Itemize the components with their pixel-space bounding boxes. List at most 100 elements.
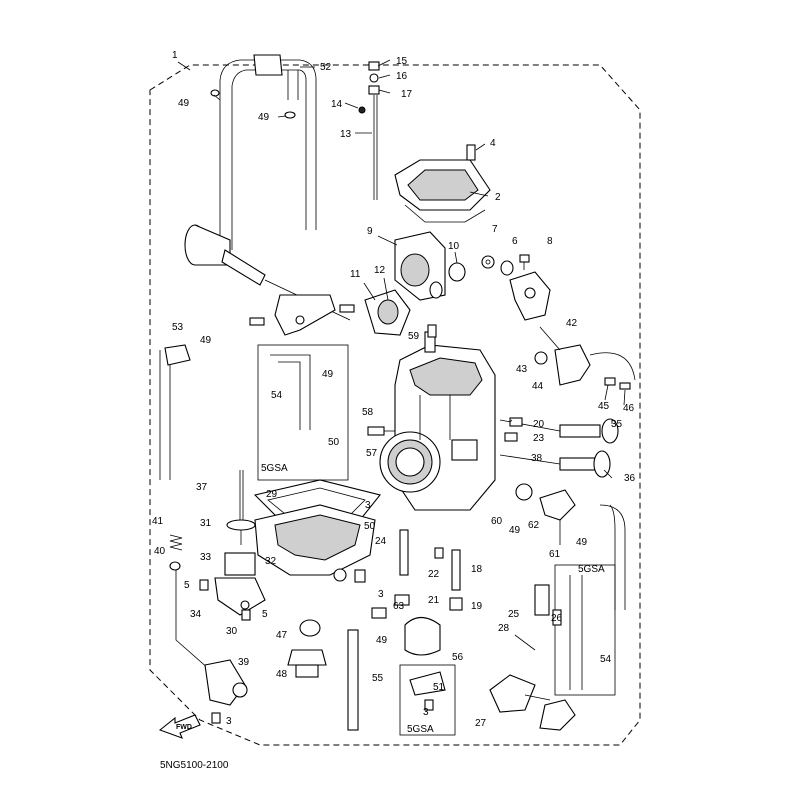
callout-49: 49 bbox=[376, 635, 388, 646]
callout-61: 61 bbox=[549, 549, 561, 560]
callout-25: 25 bbox=[508, 609, 520, 620]
callout-24: 24 bbox=[375, 536, 387, 547]
callout-4: 4 bbox=[490, 138, 496, 149]
callout-22: 22 bbox=[428, 569, 440, 580]
callout-30: 30 bbox=[226, 626, 238, 637]
callout-1: 1 bbox=[172, 50, 178, 61]
piston-valve-9 bbox=[394, 231, 446, 301]
carburetor-body bbox=[379, 331, 496, 511]
callout-58: 58 bbox=[362, 407, 374, 418]
needle-37 bbox=[239, 470, 244, 520]
box-label-right: 5GSA bbox=[578, 564, 605, 575]
washer-7 bbox=[481, 255, 495, 269]
callout-3: 3 bbox=[378, 589, 384, 600]
leader-lines bbox=[177, 59, 626, 479]
diaphragm-31 bbox=[226, 519, 256, 545]
callout-47: 47 bbox=[276, 630, 288, 641]
plunger-36 bbox=[499, 450, 611, 478]
callout-8: 8 bbox=[547, 236, 553, 247]
callout-5: 5 bbox=[184, 580, 190, 591]
roller-10 bbox=[448, 262, 466, 282]
callout-63: 63 bbox=[393, 601, 405, 612]
callout-labels: 1 52 49 49 15 16 17 14 13 4 2 9 10 7 6 8… bbox=[152, 50, 636, 735]
callout-7: 7 bbox=[492, 224, 498, 235]
callout-31: 31 bbox=[200, 518, 212, 529]
callout-11: 11 bbox=[350, 269, 361, 280]
callout-17: 17 bbox=[401, 89, 413, 100]
callout-49: 49 bbox=[178, 98, 190, 109]
callout-27: 27 bbox=[475, 718, 487, 729]
callout-53: 53 bbox=[172, 322, 184, 333]
screw-23 bbox=[504, 432, 518, 442]
callout-19: 19 bbox=[471, 601, 483, 612]
callout-57: 57 bbox=[366, 448, 378, 459]
callout-10: 10 bbox=[448, 241, 460, 252]
callout-43: 43 bbox=[516, 364, 528, 375]
box-label-bottom: 5GSA bbox=[407, 724, 434, 735]
hose-53-right bbox=[599, 504, 626, 610]
callout-3: 3 bbox=[423, 707, 429, 718]
callout-51: 51 bbox=[433, 682, 445, 693]
callout-49: 49 bbox=[509, 525, 521, 536]
callout-56: 56 bbox=[452, 652, 464, 663]
lever-60-62-61 bbox=[515, 483, 576, 545]
plunger-35 bbox=[499, 418, 619, 444]
callout-29: 29 bbox=[266, 489, 278, 500]
hose-box-right bbox=[554, 564, 616, 696]
callout-41: 41 bbox=[152, 516, 164, 527]
callout-15: 15 bbox=[396, 56, 408, 67]
float-56 bbox=[404, 616, 441, 656]
callout-54: 54 bbox=[600, 654, 612, 665]
callout-9: 9 bbox=[367, 226, 373, 237]
callout-5: 5 bbox=[262, 609, 268, 620]
jets-group bbox=[354, 529, 463, 619]
callout-23: 23 bbox=[533, 433, 545, 444]
callout-60: 60 bbox=[491, 516, 503, 527]
cable-bracket bbox=[249, 294, 355, 336]
pump-rod-39 bbox=[175, 570, 248, 724]
screw-58-57 bbox=[367, 426, 395, 436]
callout-44: 44 bbox=[532, 381, 544, 392]
callout-3: 3 bbox=[226, 716, 232, 727]
callout-18: 18 bbox=[471, 564, 483, 575]
callout-2: 2 bbox=[495, 192, 501, 203]
callout-52: 52 bbox=[320, 62, 332, 73]
callout-28: 28 bbox=[498, 623, 510, 634]
clip-49-top bbox=[210, 89, 296, 119]
box-label-left: 5GSA bbox=[261, 463, 288, 474]
callout-37: 37 bbox=[196, 482, 208, 493]
drain-plug-48-47 bbox=[287, 619, 327, 678]
callout-49: 49 bbox=[258, 112, 270, 123]
callout-42: 42 bbox=[566, 318, 578, 329]
clip-plate-51 bbox=[399, 664, 456, 736]
callout-39: 39 bbox=[238, 657, 250, 668]
callout-59: 59 bbox=[408, 331, 420, 342]
callout-6: 6 bbox=[512, 236, 518, 247]
spring-41-40 bbox=[169, 534, 183, 571]
callout-40: 40 bbox=[154, 546, 166, 557]
hose-box-left bbox=[257, 344, 349, 481]
callout-48: 48 bbox=[276, 669, 288, 680]
fwd-arrow-icon: FWD bbox=[158, 714, 201, 739]
callout-32: 32 bbox=[265, 556, 277, 567]
callout-3: 3 bbox=[365, 500, 371, 511]
callout-49: 49 bbox=[200, 335, 212, 346]
throttle-stop-screw-13 bbox=[358, 61, 380, 200]
callout-12: 12 bbox=[374, 265, 386, 276]
callout-35: 35 bbox=[611, 419, 623, 430]
callout-26: 26 bbox=[551, 613, 563, 624]
callout-34: 34 bbox=[190, 609, 202, 620]
callout-49: 49 bbox=[576, 537, 588, 548]
hose-53-left bbox=[159, 344, 191, 480]
callout-50: 50 bbox=[328, 437, 340, 448]
float-bowl bbox=[254, 504, 376, 582]
screw-20 bbox=[509, 417, 523, 427]
throttle-pulley-assembly bbox=[184, 224, 351, 321]
fwd-label: FWD bbox=[176, 724, 192, 731]
air-filter-27 bbox=[489, 674, 576, 731]
throttle-position-sensor-42 bbox=[534, 344, 636, 390]
callout-45: 45 bbox=[598, 401, 610, 412]
hose-55 bbox=[347, 629, 359, 731]
pump-assembly-33-30 bbox=[214, 552, 266, 616]
